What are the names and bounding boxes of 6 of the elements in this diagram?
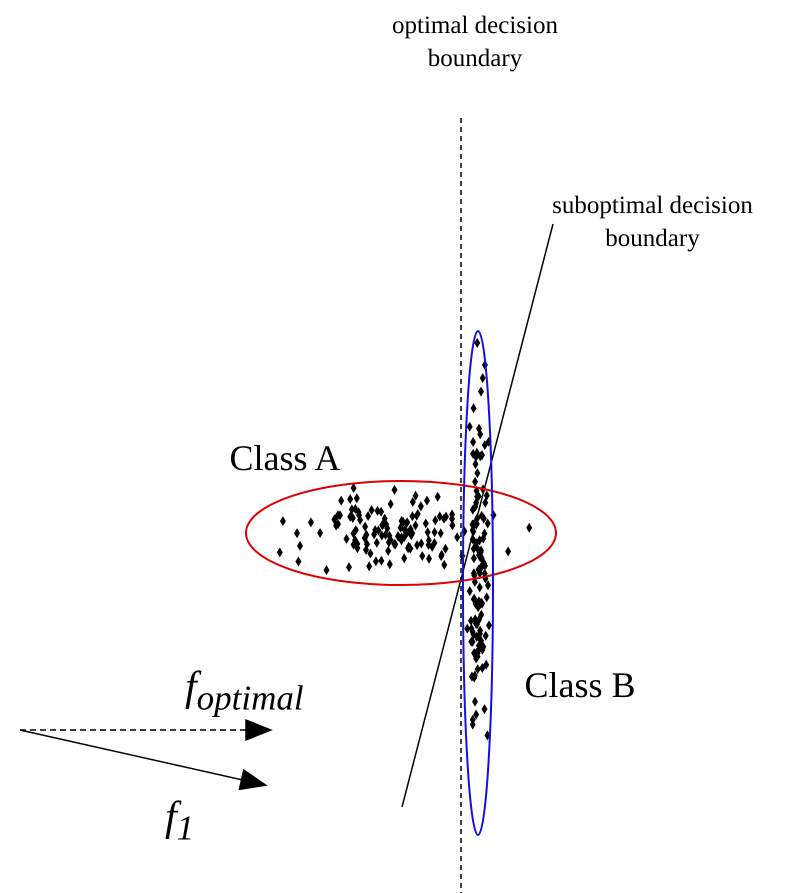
vector-label: f$_{optimal}$	[185, 663, 305, 720]
class-label: Class B	[523, 664, 637, 707]
class-label: Class A	[228, 437, 342, 480]
boundary-label: suboptimal decision boundary	[551, 191, 754, 254]
vector-label: f$_{1}$	[165, 793, 196, 850]
boundary-label: optimal decision boundary	[391, 11, 559, 74]
